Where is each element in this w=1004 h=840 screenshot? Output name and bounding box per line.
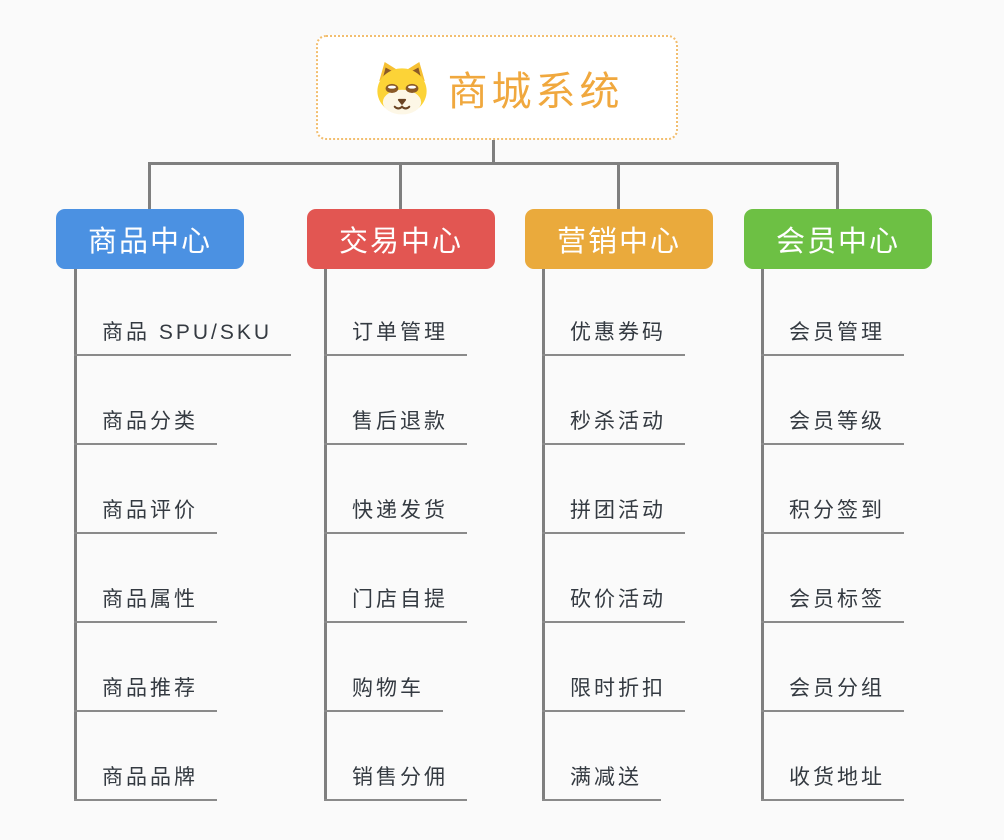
- leaf-node[interactable]: 快递发货: [324, 498, 467, 534]
- leaf-node[interactable]: 购物车: [324, 676, 443, 712]
- branch-trunk-line: [74, 269, 77, 801]
- leaf-node[interactable]: 拼团活动: [542, 498, 685, 534]
- shiba-dog-icon: [376, 61, 427, 115]
- leaf-node[interactable]: 会员分组: [761, 676, 904, 712]
- branch-trunk-line: [542, 269, 545, 801]
- leaf-node[interactable]: 积分签到: [761, 498, 904, 534]
- connector-horizontal-bar: [149, 162, 839, 165]
- leaf-node[interactable]: 订单管理: [324, 320, 467, 356]
- root-title: 商城系统: [447, 69, 624, 114]
- branch-label: 营销中心: [556, 226, 681, 258]
- leaf-node[interactable]: 砍价活动: [542, 587, 685, 623]
- connector-drop-marketing: [617, 162, 620, 210]
- leaf-node[interactable]: 售后退款: [324, 409, 467, 445]
- leaf-node[interactable]: 商品 SPU/SKU: [74, 320, 292, 356]
- branch-label: 商品中心: [87, 226, 212, 258]
- leaf-node[interactable]: 满减送: [542, 765, 661, 801]
- leaf-node[interactable]: 会员等级: [761, 409, 904, 445]
- branch-trunk-line: [761, 269, 764, 801]
- branch-label: 交易中心: [338, 226, 463, 258]
- branch-product-center[interactable]: 商品中心: [56, 209, 244, 269]
- connector-drop-member: [836, 162, 839, 210]
- connector-drop-trade: [399, 162, 402, 210]
- leaf-node[interactable]: 商品属性: [74, 587, 217, 623]
- leaf-node[interactable]: 会员标签: [761, 587, 904, 623]
- branch-marketing-center[interactable]: 营销中心: [525, 209, 713, 269]
- root-node[interactable]: 商城系统: [316, 35, 678, 140]
- branch-trunk-line: [324, 269, 327, 801]
- leaf-node[interactable]: 限时折扣: [542, 676, 685, 712]
- leaf-node[interactable]: 会员管理: [761, 320, 904, 356]
- leaf-node[interactable]: 秒杀活动: [542, 409, 685, 445]
- connector-drop-product: [148, 162, 151, 210]
- leaf-node[interactable]: 商品品牌: [74, 765, 217, 801]
- leaf-node[interactable]: 商品推荐: [74, 676, 217, 712]
- leaf-node[interactable]: 销售分佣: [324, 765, 467, 801]
- connector-root-stub: [492, 138, 495, 164]
- branch-member-center[interactable]: 会员中心: [744, 209, 932, 269]
- leaf-node[interactable]: 商品分类: [74, 409, 217, 445]
- branch-label: 会员中心: [775, 226, 900, 258]
- leaf-node[interactable]: 收货地址: [761, 765, 904, 801]
- branch-trade-center[interactable]: 交易中心: [307, 209, 495, 269]
- leaf-node[interactable]: 优惠券码: [542, 320, 685, 356]
- leaf-node[interactable]: 门店自提: [324, 587, 467, 623]
- leaf-node[interactable]: 商品评价: [74, 498, 217, 534]
